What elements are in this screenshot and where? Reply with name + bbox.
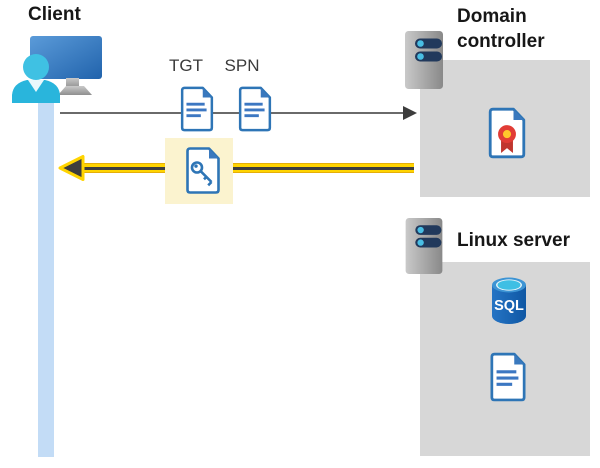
monitor-base	[58, 86, 92, 95]
domain-controller-server-icon	[405, 31, 443, 89]
spn-label: SPN	[224, 56, 260, 75]
client-computer-user-icon	[12, 36, 102, 103]
client-label: Client	[28, 4, 81, 25]
keytab-document-icon	[490, 352, 526, 402]
linux-server-icon	[405, 217, 443, 275]
certificate-seal	[498, 125, 516, 144]
person-collar	[28, 80, 44, 92]
document-fold	[514, 354, 525, 365]
response-arrow-line	[74, 163, 414, 173]
document-text-lines	[186, 102, 207, 118]
tgt-document-icon	[180, 86, 214, 132]
client-timeline-bar	[38, 92, 54, 457]
key-shaft	[199, 170, 213, 187]
request-arrow-line	[60, 112, 404, 114]
key-bow	[190, 161, 204, 174]
domain-controller-label: Domain controller	[457, 6, 545, 52]
key-hole	[194, 164, 198, 168]
response-arrow-core	[74, 166, 414, 170]
document-fold	[209, 148, 219, 159]
document-text-lines	[496, 370, 519, 386]
document-text-lines	[244, 102, 265, 118]
sql-database-icon: SQL	[492, 277, 526, 324]
key-document-icon	[186, 147, 220, 194]
database-body	[492, 285, 526, 324]
certificate-document-icon	[488, 107, 526, 159]
response-arrow-head	[58, 155, 85, 181]
sql-badge-text: SQL	[494, 298, 524, 314]
request-arrow-head	[403, 106, 417, 120]
monitor-neck	[66, 78, 79, 88]
database-top	[497, 280, 521, 290]
tgt-label: TGT	[169, 56, 203, 75]
spn-document-icon	[238, 86, 272, 132]
document-fold	[202, 87, 212, 98]
document-fold	[513, 109, 524, 120]
person-head	[23, 54, 49, 80]
linux-server-label: Linux server	[457, 230, 570, 251]
